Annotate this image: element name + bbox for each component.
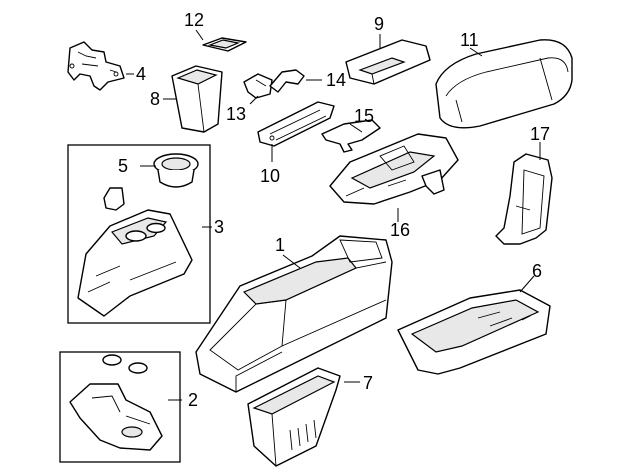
callout-15: 15 (354, 106, 374, 126)
callout-7: 7 (363, 373, 373, 393)
part-6-floor-tray (397, 275, 551, 375)
part-8-cup-insert (163, 65, 223, 133)
group-frame-3-5 (67, 144, 211, 324)
callout-13: 13 (226, 104, 246, 124)
callout-1: 1 (275, 235, 285, 255)
part-5-cup-holder (140, 153, 199, 188)
part-17-side-bracket (495, 142, 553, 245)
part-13-clip (243, 73, 273, 105)
group-frame-2 (59, 351, 181, 463)
callout-14: 14 (326, 70, 346, 90)
callout-11: 11 (460, 30, 479, 50)
part-15-latch (321, 119, 381, 153)
part-10-hinge-plate (257, 101, 335, 162)
callout-4: 4 (136, 64, 146, 84)
part-3-small-console (77, 187, 212, 317)
callout-12: 12 (184, 10, 204, 30)
callout-6: 6 (532, 261, 542, 281)
callout-16: 16 (390, 220, 410, 240)
part-16-tray-assembly (329, 133, 459, 222)
callout-5: 5 (118, 156, 128, 176)
part-9-lid-panel (345, 34, 431, 85)
part-7-storage-bin (247, 367, 360, 467)
part-12-tray (195, 29, 247, 52)
callout-9: 9 (374, 14, 384, 34)
callout-8: 8 (150, 89, 160, 109)
part-1-main-console (195, 235, 393, 393)
part-4-bracket (67, 41, 134, 91)
part-11-armrest-lid (435, 39, 573, 129)
callout-17: 17 (530, 124, 550, 144)
part-2-lower-insert (69, 354, 182, 451)
callout-10: 10 (260, 166, 280, 186)
callout-2: 2 (188, 390, 198, 410)
callout-3: 3 (214, 217, 224, 237)
part-14-connector (269, 69, 322, 93)
